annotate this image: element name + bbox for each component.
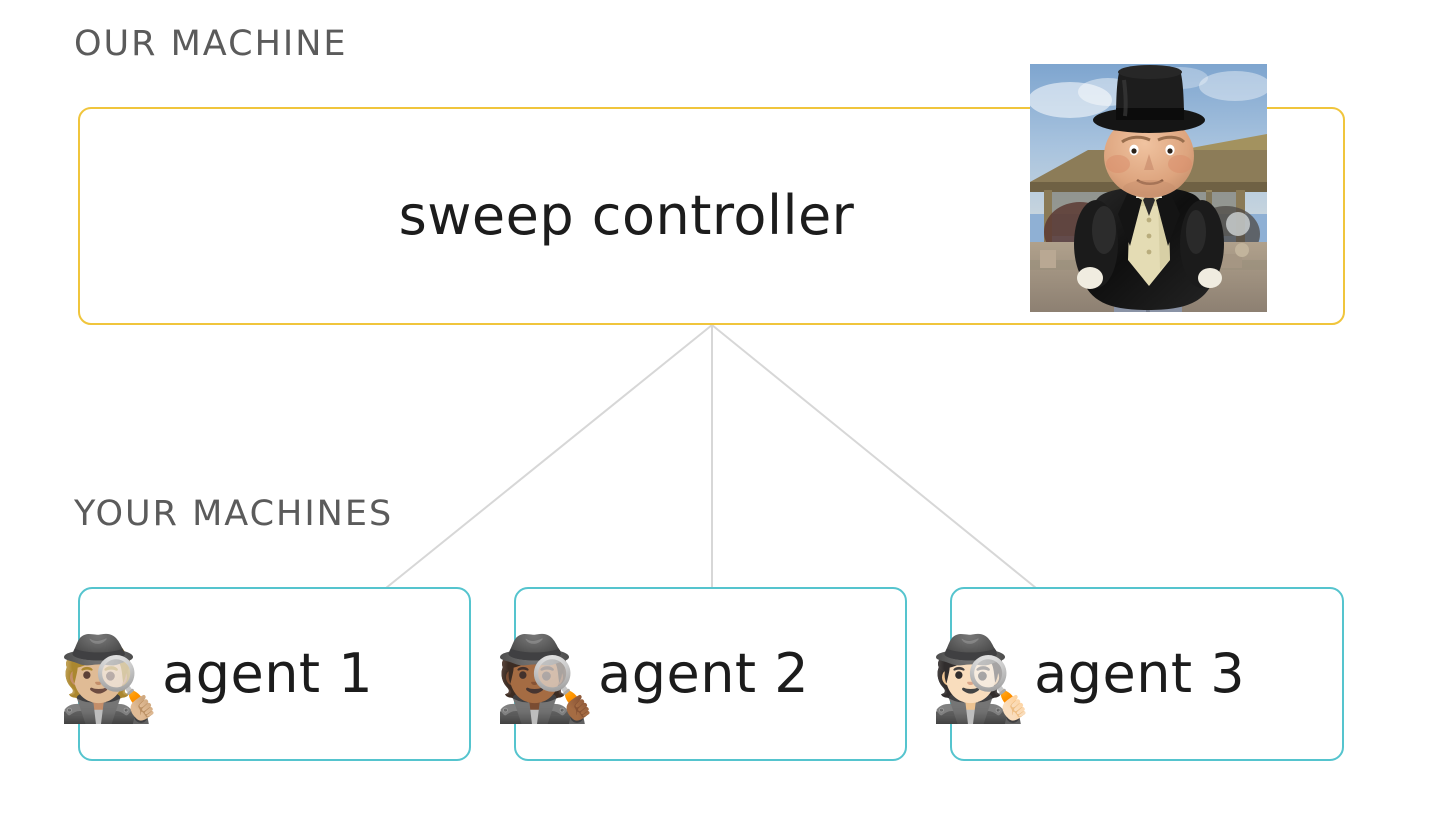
agent-row: 🕵🏾 agent 2: [494, 633, 810, 721]
connector-line-agent-3: [711, 324, 1037, 589]
detective-icon: 🕵🏼: [58, 632, 161, 727]
connector-line-agent-1: [385, 324, 713, 589]
controller-thumbnail: [1030, 64, 1267, 312]
agent-row: 🕵🏼 agent 1: [58, 633, 374, 721]
agent-label: agent 3: [1034, 642, 1246, 705]
agent-card-1[interactable]: 🕵🏼 agent 1: [58, 587, 471, 761]
section-label-our-machine: OUR MACHINE: [74, 24, 348, 64]
agent-label: agent 2: [598, 642, 810, 705]
agent-row: 🕵🏻 agent 3: [930, 633, 1246, 721]
agent-card-2[interactable]: 🕵🏾 agent 2: [494, 587, 907, 761]
detective-icon: 🕵🏻: [930, 632, 1033, 727]
agent-label: agent 1: [162, 642, 374, 705]
fat-controller-photo: [1030, 64, 1267, 312]
section-label-your-machines: YOUR MACHINES: [74, 494, 394, 534]
agent-card-3[interactable]: 🕵🏻 agent 3: [930, 587, 1344, 761]
detective-icon: 🕵🏾: [494, 632, 597, 727]
controller-title: sweep controller: [398, 184, 855, 247]
controller-card[interactable]: sweep controller: [78, 64, 1345, 325]
